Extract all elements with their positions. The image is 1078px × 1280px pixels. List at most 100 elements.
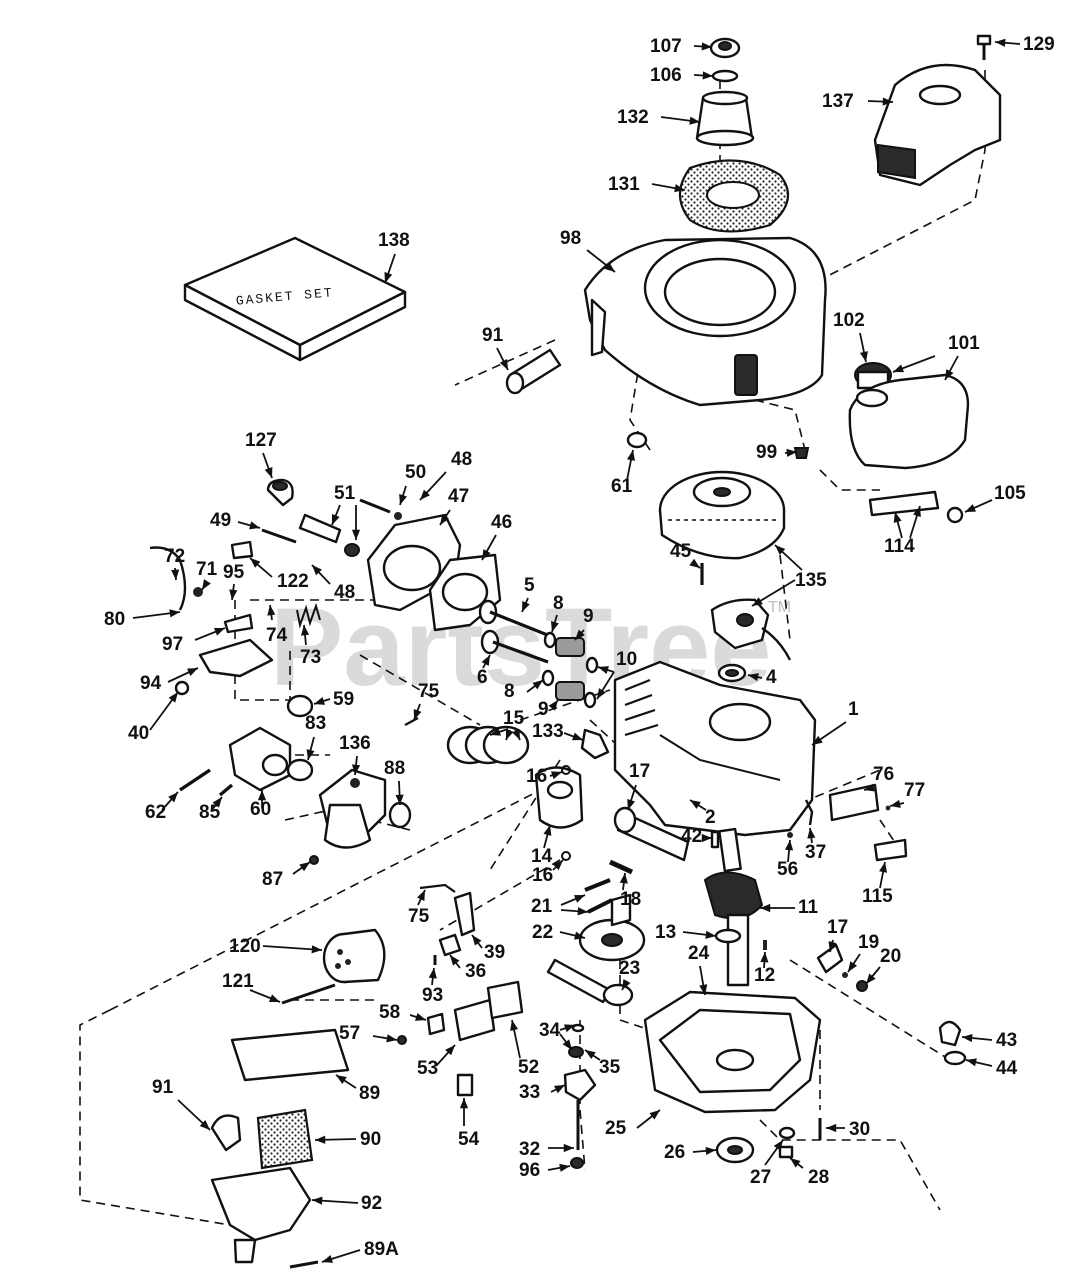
leader-arrowhead	[171, 569, 180, 580]
leader-arrowhead	[699, 984, 708, 995]
tube-23-part	[546, 958, 634, 1007]
nut-40-part	[174, 680, 190, 696]
leader-arrowhead	[352, 764, 361, 775]
callout-47: 47	[439, 486, 469, 526]
gasket-set-138-part: GASKET SET	[183, 236, 407, 362]
callout-51: 51	[331, 483, 361, 540]
callout-83: 83	[305, 713, 326, 761]
callout-number: 120	[229, 936, 261, 957]
leader-arrowhead	[577, 907, 588, 916]
callout-number: 12	[754, 965, 775, 986]
leader-arrowhead	[267, 605, 276, 616]
callout-number: 51	[334, 483, 356, 504]
callout-28: 28	[789, 1157, 829, 1188]
callout-87: 87	[262, 861, 311, 890]
callout-number: 61	[611, 476, 633, 497]
leader-arrowhead	[168, 792, 178, 803]
callout-129: 129	[994, 34, 1055, 55]
callout-number: 80	[104, 609, 125, 630]
leader-arrowhead	[773, 1140, 783, 1151]
leader-arrowhead	[689, 558, 700, 568]
callout-number: 87	[262, 869, 283, 890]
leader-arrowhead	[760, 952, 769, 963]
callout-11: 11	[760, 897, 819, 918]
leader-arrowhead	[445, 1045, 455, 1056]
callout-17a: 17	[627, 761, 650, 811]
plug-28-part	[778, 1145, 794, 1159]
cylinder-block-1-part	[613, 660, 817, 837]
callout-number: 106	[650, 65, 682, 86]
callout-137: 137	[822, 91, 894, 112]
callout-92: 92	[311, 1193, 382, 1214]
callout-number: 132	[617, 107, 649, 128]
leader-arrowhead	[312, 565, 322, 576]
camshaft-22-part	[578, 893, 646, 962]
leader-arrowhead	[785, 840, 794, 851]
callout-16a: 16	[526, 766, 563, 787]
callout-number: 136	[339, 733, 371, 754]
callout-93: 93	[422, 967, 443, 1006]
callout-number: 50	[405, 462, 426, 483]
leader-arrowhead	[559, 1163, 570, 1172]
carburetor-136-part	[318, 768, 387, 849]
callout-61: 61	[611, 449, 635, 497]
leader-arrowhead	[807, 828, 816, 839]
leader-arrowhead	[848, 961, 858, 972]
callout-number: 22	[532, 922, 553, 943]
leader-arrowhead	[574, 895, 585, 903]
callout-number: 43	[996, 1030, 1017, 1051]
callout-57: 57	[339, 1023, 398, 1044]
callout-10: 10	[596, 649, 637, 700]
callout-27: 27	[750, 1139, 784, 1188]
callout-135: 135	[751, 544, 827, 607]
dowel-42-part	[710, 830, 720, 849]
leader-arrowhead	[532, 680, 543, 690]
callout-number: 8	[553, 593, 564, 614]
callout-80: 80	[104, 609, 181, 630]
leader-arrowhead	[866, 973, 876, 984]
leader-arrowhead	[585, 1050, 596, 1060]
callout-72: 72	[164, 546, 185, 581]
bolt-20-part	[856, 980, 868, 992]
piston-rings-15-part	[446, 725, 530, 765]
leader-arrowhead	[962, 1033, 973, 1043]
leader-arrowhead	[674, 184, 685, 193]
callout-12: 12	[754, 951, 775, 986]
callout-number: 95	[223, 562, 245, 583]
leader-arrowhead	[945, 369, 954, 380]
screw-57-part	[397, 1035, 407, 1045]
leader-arrowhead	[598, 666, 609, 674]
callout-40: 40	[128, 691, 179, 744]
callout-number: 83	[305, 713, 326, 734]
callout-number: 76	[873, 764, 894, 785]
callout-number: 98	[560, 228, 581, 249]
callout-34: 34	[539, 1020, 576, 1051]
callout-25: 25	[605, 1109, 661, 1139]
leader-arrowhead	[416, 890, 425, 901]
callout-number: 94	[140, 673, 162, 694]
lock-19-part	[842, 972, 848, 978]
leader-arrowhead	[314, 697, 325, 705]
callout-number: 53	[417, 1058, 438, 1079]
lifter-18-part	[608, 859, 634, 875]
leader-arrowhead	[512, 729, 520, 740]
callout-number: 10	[616, 649, 637, 670]
spark-plug-51-part	[298, 513, 360, 557]
nut-107-part	[709, 37, 741, 59]
elbow-127-part	[266, 478, 294, 507]
leader-arrowhead	[748, 673, 759, 682]
callout-1: 1	[811, 699, 859, 746]
callout-138: 138	[378, 230, 410, 284]
callout-number: 27	[750, 1167, 771, 1188]
callout-52: 52	[510, 1019, 539, 1078]
callout-15: 15	[489, 708, 525, 741]
washer-34-part	[571, 1023, 585, 1033]
screw-89a-part	[289, 1260, 319, 1269]
leader-arrowhead	[965, 504, 976, 512]
leader-arrowhead	[597, 688, 606, 699]
callout-48a: 48	[419, 449, 472, 501]
callout-127: 127	[245, 430, 277, 479]
callout-42: 42	[681, 826, 712, 847]
callout-32: 32	[519, 1139, 574, 1160]
